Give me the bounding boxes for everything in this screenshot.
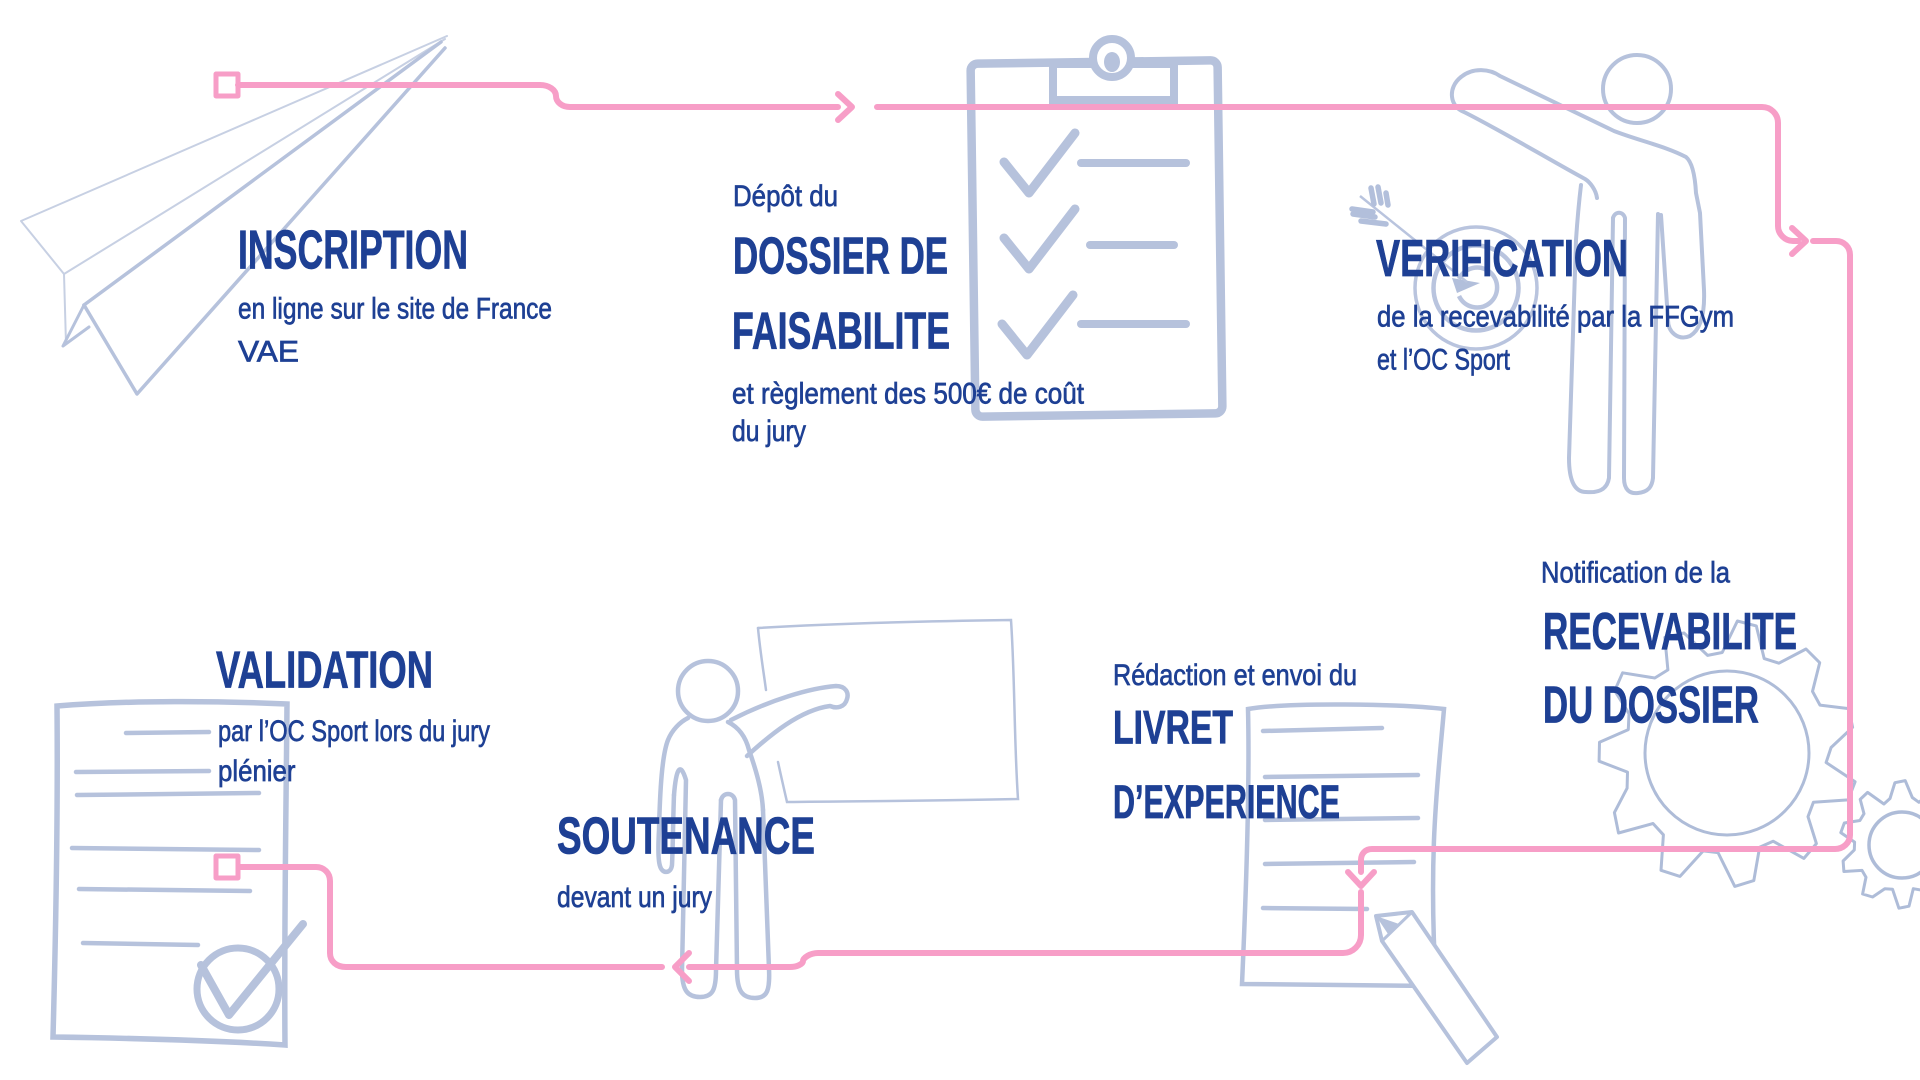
svg-text:et règlement des 500€ de coût: et règlement des 500€ de coût [732,378,1085,411]
svg-text:du jury: du jury [732,415,806,448]
svg-text:VAE: VAE [238,336,299,369]
svg-text:Dépôt du: Dépôt du [733,180,838,213]
svg-text:par l’OC Sport lors du jury: par l’OC Sport lors du jury [218,715,490,748]
svg-text:et l’OC Sport: et l’OC Sport [1377,343,1511,376]
svg-text:D’EXPERIENCE: D’EXPERIENCE [1113,775,1340,828]
svg-text:INSCRIPTION: INSCRIPTION [238,219,468,281]
svg-text:VALIDATION: VALIDATION [216,642,433,700]
svg-text:Rédaction et envoi du: Rédaction et envoi du [1113,659,1357,692]
svg-text:de la recevabilité par la FFGy: de la recevabilité par la FFGym [1377,301,1734,334]
svg-text:VERIFICATION: VERIFICATION [1376,230,1628,288]
svg-text:plénier: plénier [218,755,296,788]
svg-text:FAISABILITE: FAISABILITE [732,303,950,361]
svg-text:SOUTENANCE: SOUTENANCE [557,807,815,865]
svg-text:Notification de la: Notification de la [1541,557,1730,590]
svg-text:en ligne sur le site de France: en ligne sur le site de France [238,293,552,326]
svg-text:LIVRET: LIVRET [1113,701,1233,754]
svg-text:devant un jury: devant un jury [557,881,712,914]
svg-text:DU DOSSIER: DU DOSSIER [1543,677,1759,735]
svg-text:RECEVABILITE: RECEVABILITE [1543,603,1797,661]
svg-text:DOSSIER DE: DOSSIER DE [733,228,948,286]
